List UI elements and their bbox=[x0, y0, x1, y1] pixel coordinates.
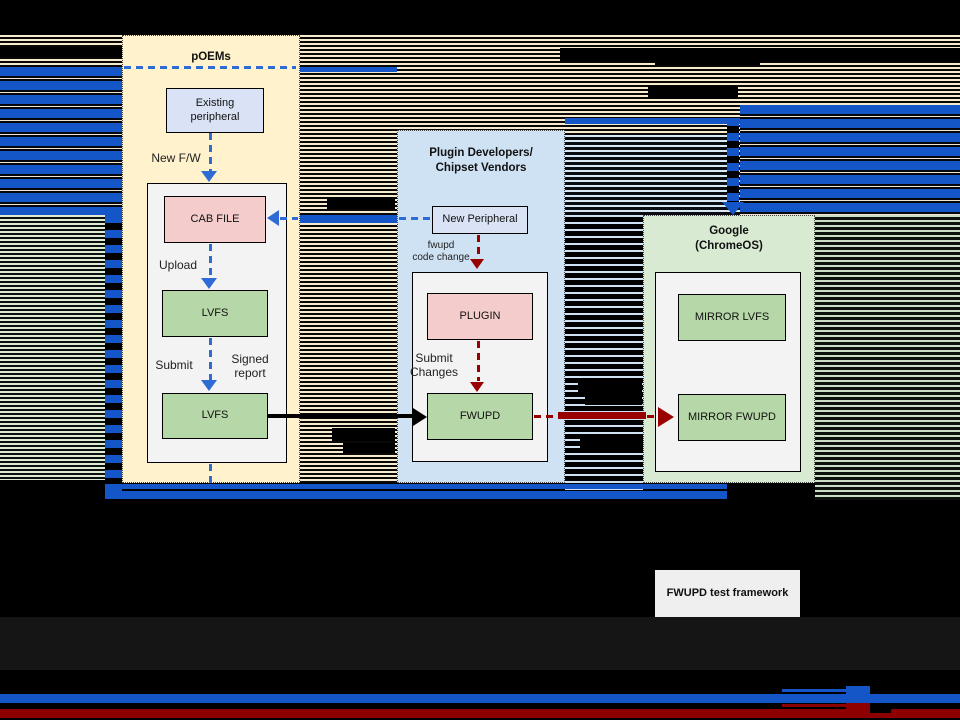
poems-dashed-divider bbox=[124, 66, 296, 69]
glitch-red-block bbox=[846, 703, 870, 713]
glitch-lightblue-stripes-dark bbox=[565, 215, 643, 500]
glitch-stripes-mid-column bbox=[300, 35, 397, 483]
upload-arrow-line bbox=[209, 244, 212, 278]
glitch-green-stripes-right bbox=[815, 215, 960, 500]
glitch-stripes-above-plugin bbox=[397, 35, 565, 130]
new-peripheral-to-cab-dash bbox=[280, 217, 298, 220]
glitch-blue-row bbox=[565, 118, 740, 124]
lvfs-to-fwupd-arrowhead-icon bbox=[413, 408, 427, 426]
glitch-black-bar bbox=[578, 380, 642, 393]
mirror-lvfs-node: MIRROR LVFS bbox=[678, 294, 786, 341]
glitch-blue-row bbox=[300, 215, 397, 223]
new-fw-arrow-line bbox=[209, 133, 212, 171]
dark-gray-band bbox=[0, 617, 960, 670]
submit-changes-label: Submit Changes bbox=[409, 351, 459, 380]
glitch-blue-dash-column-right bbox=[727, 118, 739, 202]
fwupd-code-change-arrow-line bbox=[477, 235, 480, 261]
fwupd-to-mirror-glitch-segment bbox=[558, 412, 646, 419]
fwupd-code-change-arrowhead-icon bbox=[470, 259, 484, 269]
glitch-blue-thin-line bbox=[782, 689, 847, 692]
submit-arrowhead-icon bbox=[201, 380, 217, 391]
bottom-red-bar bbox=[0, 709, 960, 718]
fwupd-to-mirror-arrowhead-icon bbox=[658, 407, 674, 427]
glitch-black-band bbox=[0, 47, 122, 57]
existing-peripheral-node: Existing peripheral bbox=[166, 88, 264, 133]
poems-lane-title: pOEMs bbox=[191, 51, 231, 63]
plugin-developers-lane-title: Plugin Developers/ Chipset Vendors bbox=[429, 147, 533, 174]
submit-changes-arrow-line bbox=[477, 341, 480, 381]
google-lane-title: Google (ChromeOS) bbox=[695, 225, 763, 252]
poems-tail-dash-line bbox=[209, 464, 212, 483]
glitch-stripes-top-right bbox=[740, 35, 960, 105]
upload-label: Upload bbox=[158, 258, 198, 272]
upload-arrowhead-icon bbox=[201, 278, 217, 289]
submit-label: Submit bbox=[155, 358, 193, 372]
blue-dashed-arrowhead-down-icon bbox=[722, 202, 744, 215]
glitch-black-bar bbox=[648, 86, 738, 99]
glitch-blue-dash-column-left bbox=[105, 215, 122, 500]
glitch-black-bar bbox=[580, 437, 643, 449]
glitch-black-bar bbox=[343, 443, 395, 453]
mirror-fwupd-node: MIRROR FWUPD bbox=[678, 394, 786, 441]
fwupd-to-mirror-dash bbox=[534, 415, 558, 418]
bottom-blue-bar bbox=[0, 694, 960, 703]
glitch-black-bar bbox=[332, 428, 395, 441]
fwupd-test-framework-node: FWUPD test framework bbox=[655, 570, 800, 617]
glitch-red-thin-line bbox=[782, 704, 846, 707]
glitch-black-bar bbox=[327, 197, 395, 209]
submit-arrow-line bbox=[209, 338, 212, 380]
lvfs-to-fwupd-arrow-line bbox=[268, 414, 414, 418]
glitch-green-stripes-left bbox=[0, 215, 105, 480]
lvfs-upper-node: LVFS bbox=[162, 290, 268, 337]
glitch-bluebars-left bbox=[0, 67, 122, 215]
glitch-bluebars-right bbox=[740, 105, 960, 215]
glitch-blue-bar bbox=[105, 491, 727, 499]
submit-changes-arrowhead-icon bbox=[470, 382, 484, 392]
glitch-black-bar bbox=[585, 395, 642, 405]
glitch-black-band bbox=[560, 48, 960, 62]
fwupd-code-change-label: fwupd code change bbox=[412, 240, 470, 263]
glitch-blue-bar bbox=[105, 484, 727, 489]
new-fw-arrowhead-icon bbox=[201, 171, 217, 182]
fwupd-node: FWUPD bbox=[427, 393, 533, 440]
glitch-black-notch bbox=[870, 709, 891, 713]
new-peripheral-to-cab-dash bbox=[399, 217, 432, 220]
new-fw-label: New F/W bbox=[151, 151, 201, 165]
fwupd-to-mirror-dash bbox=[647, 415, 657, 418]
glitch-lightblue-stripes bbox=[565, 135, 740, 215]
lvfs-lower-node: LVFS bbox=[162, 393, 268, 439]
plugin-node: PLUGIN bbox=[427, 293, 533, 340]
glitch-black-bar bbox=[655, 52, 760, 65]
signed-report-label: Signed report bbox=[231, 352, 269, 381]
new-peripheral-node: New Peripheral bbox=[432, 206, 528, 234]
cab-file-node: CAB FILE bbox=[164, 196, 266, 243]
glitch-blue-row bbox=[300, 67, 397, 72]
cab-file-arrowhead-icon bbox=[267, 210, 279, 226]
